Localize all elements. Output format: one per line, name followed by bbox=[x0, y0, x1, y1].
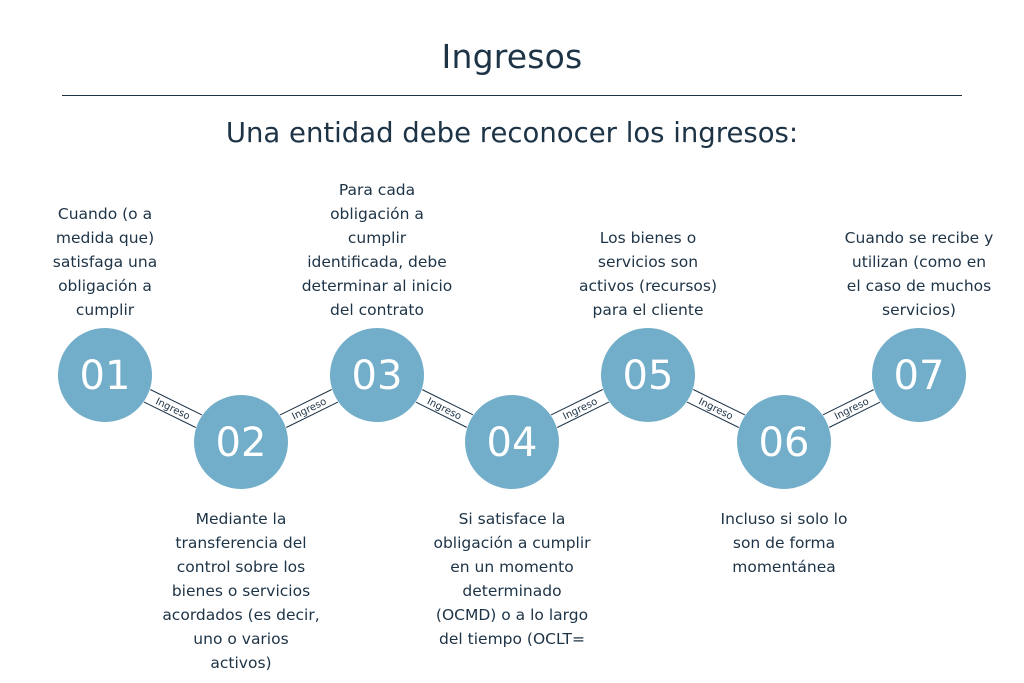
connector-6: Ingreso bbox=[822, 389, 881, 428]
step-description-06: Incluso si solo lo son de forma momentánea bbox=[674, 507, 894, 579]
step-number: 04 bbox=[487, 420, 538, 466]
description-line: medida que) bbox=[55, 229, 155, 247]
step-description-01: Cuando (o a medida que) satisfaga una oblig… bbox=[0, 202, 215, 322]
step-description-02: Mediante la transferencia del control sobr… bbox=[131, 507, 351, 675]
description-line: Cuando se recibe y bbox=[844, 229, 994, 247]
connector-line bbox=[550, 389, 603, 416]
connector-3: Ingreso bbox=[415, 389, 474, 428]
description-line: control sobre los bbox=[176, 558, 306, 576]
connector-line bbox=[279, 389, 332, 416]
step-circle bbox=[601, 328, 695, 422]
step-06: 06 bbox=[737, 395, 831, 489]
step-number: 07 bbox=[894, 353, 945, 399]
description-line: momentánea bbox=[732, 558, 836, 576]
connector-line bbox=[686, 401, 739, 428]
description-line: activos) bbox=[210, 654, 272, 672]
step-number: 03 bbox=[352, 353, 403, 399]
step-04: 04 bbox=[465, 395, 559, 489]
description-line: servicios son bbox=[597, 253, 699, 271]
connector-5: Ingreso bbox=[686, 389, 746, 428]
connector-line bbox=[150, 389, 203, 416]
step-05: 05 bbox=[601, 328, 695, 422]
connector-line bbox=[415, 401, 468, 428]
step-description-05: Los bienes o servicios son activos (recurs… bbox=[538, 226, 758, 322]
step-circle bbox=[737, 395, 831, 489]
step-01: 01 bbox=[58, 328, 152, 422]
step-02: 02 bbox=[194, 395, 288, 489]
step-03: 03 bbox=[330, 328, 424, 422]
description-line: del contrato bbox=[330, 301, 424, 319]
step-circle bbox=[194, 395, 288, 489]
description-line: obligación a bbox=[330, 205, 424, 223]
step-circle bbox=[58, 328, 152, 422]
connector-1: Ingreso bbox=[143, 389, 203, 428]
step-circle bbox=[872, 328, 966, 422]
step-number: 01 bbox=[80, 353, 131, 399]
connector-line bbox=[828, 401, 881, 428]
description-line: del tiempo (OCLT= bbox=[439, 630, 585, 648]
description-line: determinar al inicio bbox=[301, 277, 453, 295]
step-circle bbox=[465, 395, 559, 489]
description-line: satisfaga una bbox=[52, 253, 158, 271]
description-line: Cuando (o a bbox=[57, 205, 153, 223]
step-number: 05 bbox=[623, 353, 674, 399]
description-line: cumplir bbox=[347, 229, 407, 247]
connector-line bbox=[822, 389, 875, 416]
page-subtitle: Una entidad debe reconocer los ingresos: bbox=[225, 117, 799, 149]
connector-line bbox=[143, 401, 196, 428]
step-07: 07 bbox=[872, 328, 966, 422]
description-line: servicios) bbox=[882, 301, 956, 319]
step-number: 06 bbox=[759, 420, 810, 466]
description-line: determinado bbox=[462, 582, 562, 600]
description-line: acordados (es decir, bbox=[162, 606, 320, 624]
description-line: Para cada bbox=[338, 181, 416, 199]
step-description-04: Si satisface la obligación a cumplir en un… bbox=[402, 507, 622, 651]
connector-line bbox=[286, 401, 339, 428]
description-line: cumplir bbox=[75, 301, 135, 319]
description-line: activos (recursos) bbox=[578, 277, 718, 295]
description-line: el caso de muchos bbox=[846, 277, 992, 295]
description-line: identificada, debe bbox=[307, 253, 447, 271]
connector-2: Ingreso bbox=[279, 389, 339, 428]
description-line: Incluso si solo lo bbox=[720, 510, 848, 528]
title-divider bbox=[62, 95, 962, 96]
description-line: utilizan (como en bbox=[851, 253, 987, 271]
description-line: transferencia del bbox=[175, 534, 307, 552]
step-number: 02 bbox=[216, 420, 267, 466]
connector-4: Ingreso bbox=[550, 389, 610, 428]
connector-line bbox=[421, 389, 474, 416]
description-line: son de forma bbox=[732, 534, 836, 552]
step-description-07: Cuando se recibe y utilizan (como en el ca… bbox=[809, 226, 1024, 322]
description-line: bienes o servicios bbox=[171, 582, 311, 600]
step-circle bbox=[330, 328, 424, 422]
description-line: Si satisface la bbox=[458, 510, 566, 528]
description-line: Mediante la bbox=[195, 510, 287, 528]
page-title: Ingresos bbox=[441, 37, 583, 76]
description-line: para el cliente bbox=[592, 301, 704, 319]
description-line: Los bienes o bbox=[599, 229, 697, 247]
step-description-03: Para cada obligación a cumplir identificada… bbox=[267, 178, 487, 322]
description-line: en un momento bbox=[450, 558, 574, 576]
connector-line bbox=[557, 401, 610, 428]
description-line: obligación a bbox=[58, 277, 152, 295]
description-line: uno o varios bbox=[193, 630, 289, 648]
description-line: (OCMD) o a lo largo bbox=[435, 606, 589, 624]
connector-line bbox=[693, 389, 746, 416]
description-line: obligación a cumplir bbox=[433, 534, 591, 552]
